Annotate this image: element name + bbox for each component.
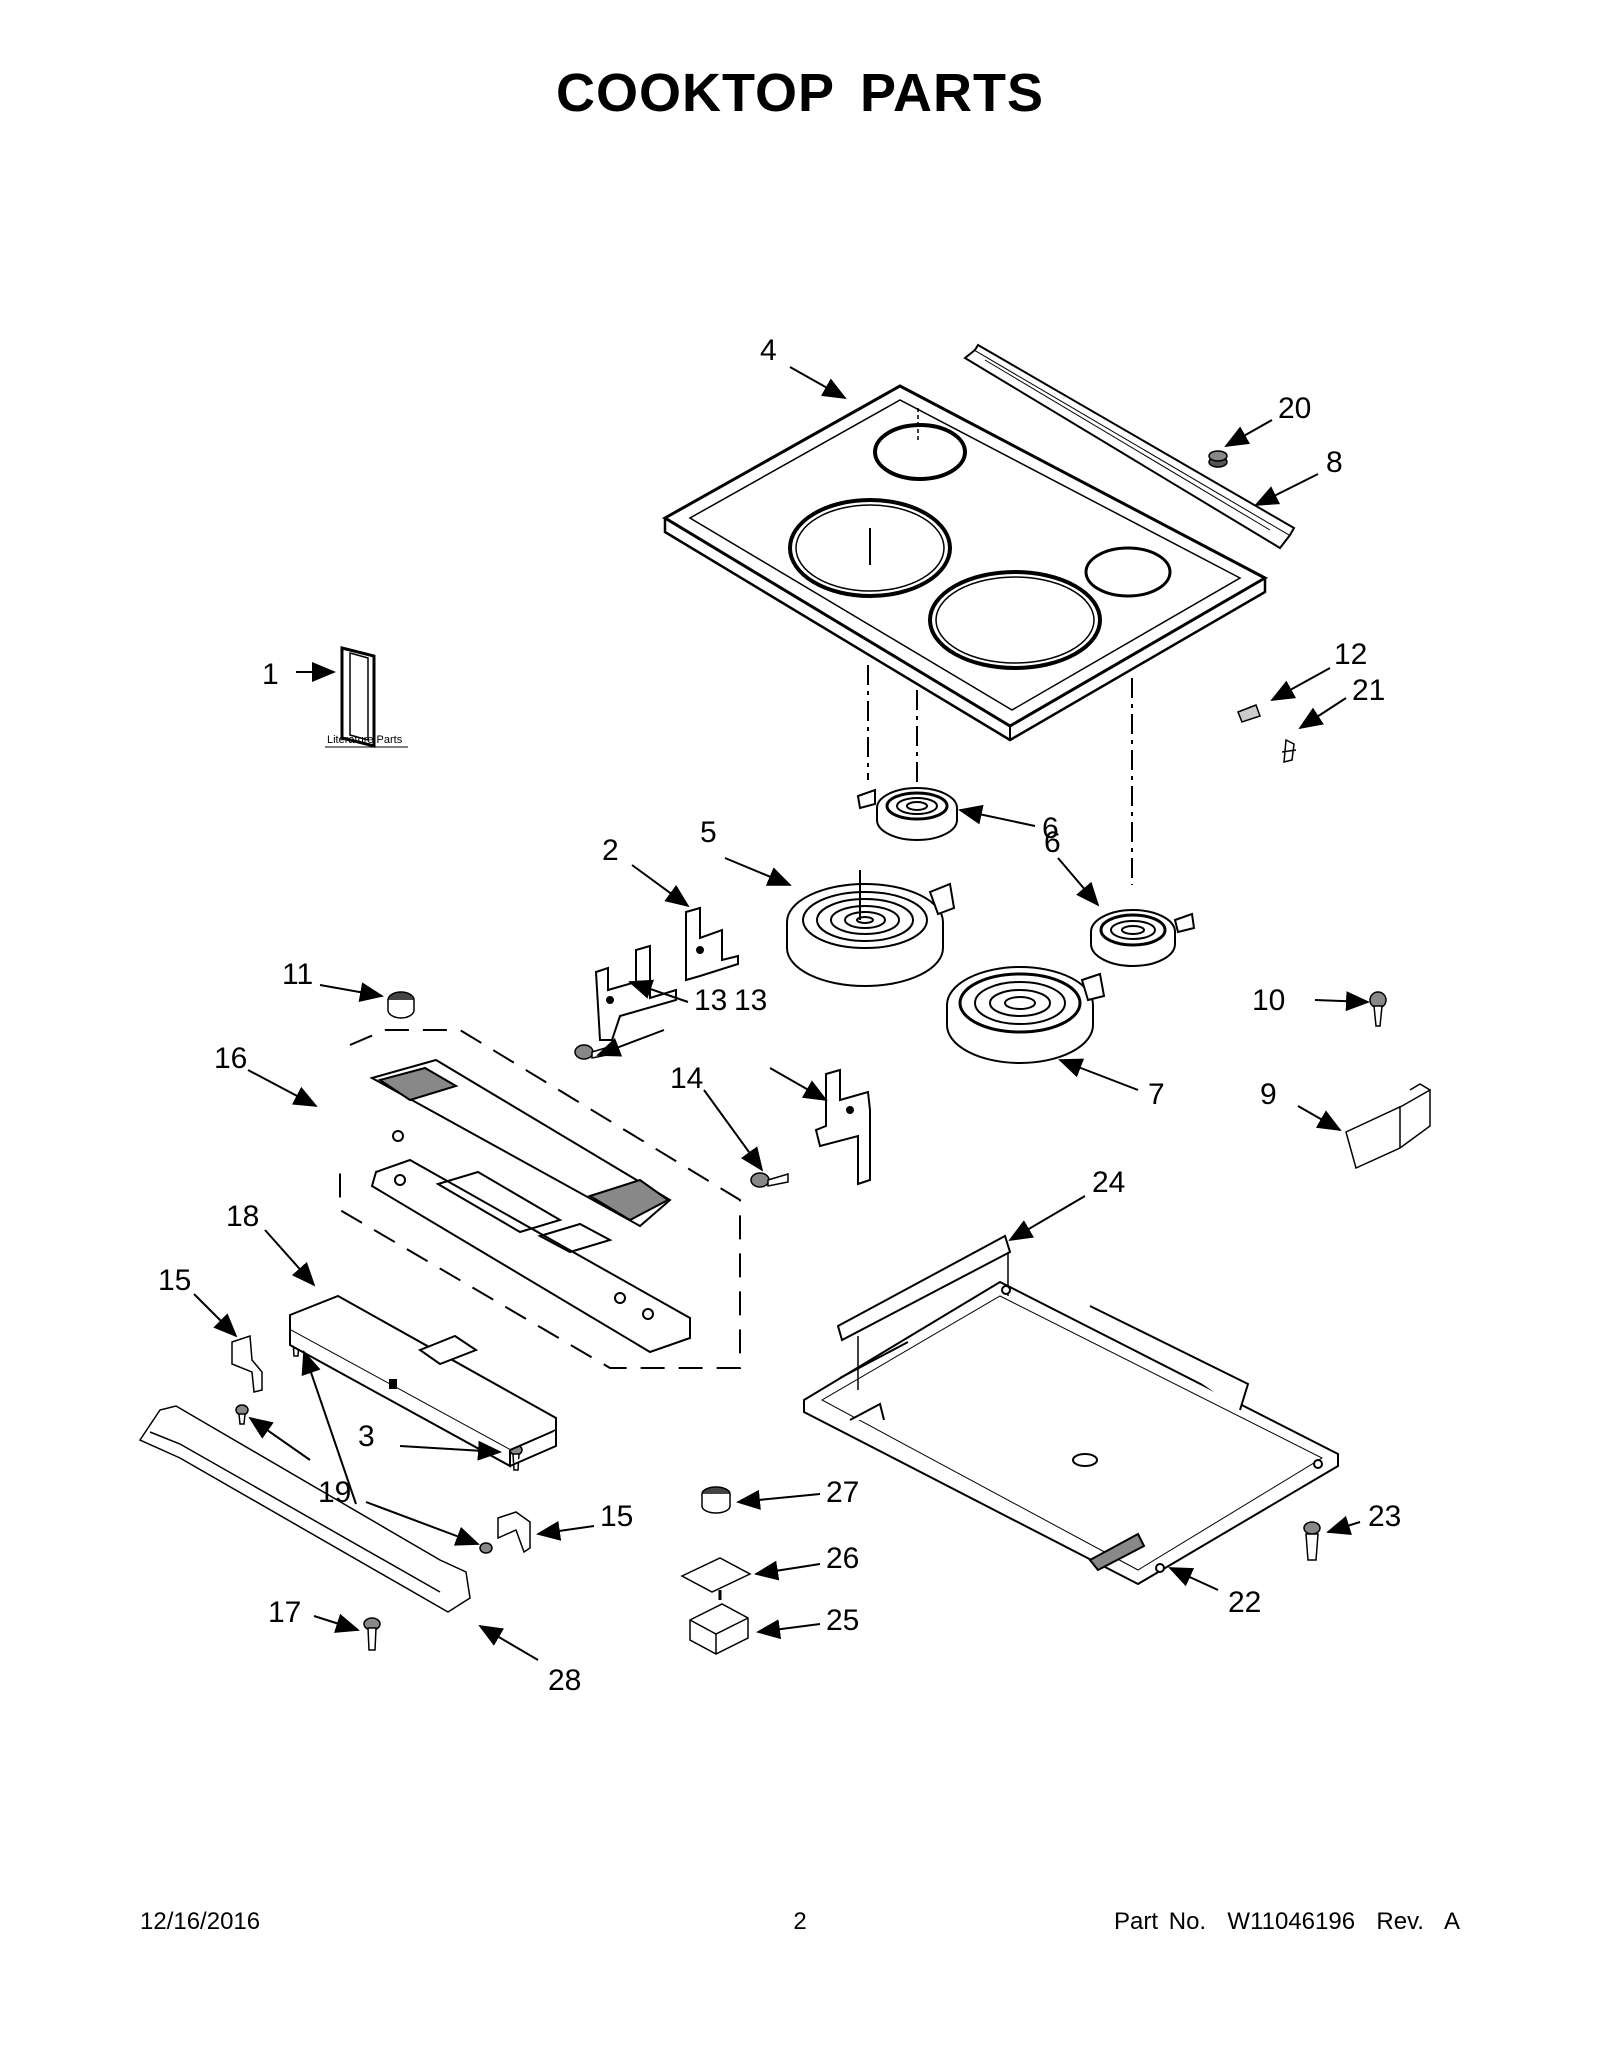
callout-7: 7 <box>1148 1078 1165 1111</box>
alignment-lines <box>867 665 1133 885</box>
screw-set <box>235 991 1387 1651</box>
callout-26: 26 <box>826 1542 859 1575</box>
rear-trim-strip <box>963 343 1296 550</box>
callout-27: 27 <box>826 1476 859 1509</box>
callout-13-left: 13 <box>694 984 727 1017</box>
callout-25: 25 <box>826 1604 859 1637</box>
callout-14: 14 <box>670 1062 703 1095</box>
clip-part <box>1237 704 1297 763</box>
callout-2: 2 <box>602 834 619 867</box>
footer-part-number: Part No. W11046196 Rev. A <box>1114 1908 1460 1935</box>
literature-parts-label: Literature Parts <box>327 734 403 746</box>
callout-20: 20 <box>1278 392 1311 425</box>
callout-15-right: 15 <box>600 1500 633 1533</box>
callout-8: 8 <box>1326 446 1343 479</box>
callout-4: 4 <box>760 334 777 367</box>
leader-arrows <box>193 366 1370 1661</box>
callout-21: 21 <box>1352 674 1385 707</box>
callout-28: 28 <box>548 1664 581 1697</box>
cooktop-bottom-pan <box>803 1234 1339 1586</box>
bumper-part <box>1208 450 1228 468</box>
end-bracket <box>231 1334 531 1554</box>
switch-assembly <box>680 1486 752 1655</box>
callout-12: 12 <box>1334 638 1367 671</box>
large-burner-element <box>786 870 956 987</box>
callout-23: 23 <box>1368 1500 1401 1533</box>
callout-9: 9 <box>1260 1078 1277 1111</box>
callout-24: 24 <box>1092 1166 1125 1199</box>
callout-17: 17 <box>268 1596 301 1629</box>
callout-10: 10 <box>1252 984 1285 1017</box>
callout-5: 5 <box>700 816 717 849</box>
callout-6-right: 6 <box>1044 826 1061 859</box>
callout-19: 19 <box>318 1476 351 1509</box>
callout-6-top: 6 <box>1042 812 1059 845</box>
callout-labels: 4 20 8 1 12 21 6 5 2 6 7 11 16 10 9 13 1… <box>158 334 1401 1697</box>
cooktop-glass <box>662 384 1269 742</box>
page-title: COOKTOP PARTS <box>555 63 1045 123</box>
side-bracket <box>1345 1083 1431 1170</box>
footer-date: 12/16/2016 <box>140 1908 261 1935</box>
knob-part <box>387 991 415 1019</box>
front-trim <box>138 1405 471 1613</box>
callout-13-right: 13 <box>734 984 767 1017</box>
callout-11: 11 <box>282 958 313 991</box>
callout-16: 16 <box>214 1042 247 1075</box>
callout-22: 22 <box>1228 1586 1261 1619</box>
callout-1: 1 <box>262 658 279 691</box>
control-panel-group <box>339 1029 741 1369</box>
literature-booklet <box>325 646 408 748</box>
callout-3: 3 <box>358 1420 375 1453</box>
control-board-housing <box>289 1294 557 1468</box>
callout-18: 18 <box>226 1200 259 1233</box>
medium-burner-element <box>1090 909 1196 967</box>
dual-burner-element <box>946 966 1106 1064</box>
callout-15-left: 15 <box>158 1264 191 1297</box>
footer-page-number: 2 <box>793 1908 807 1935</box>
small-burner-element <box>856 787 958 841</box>
